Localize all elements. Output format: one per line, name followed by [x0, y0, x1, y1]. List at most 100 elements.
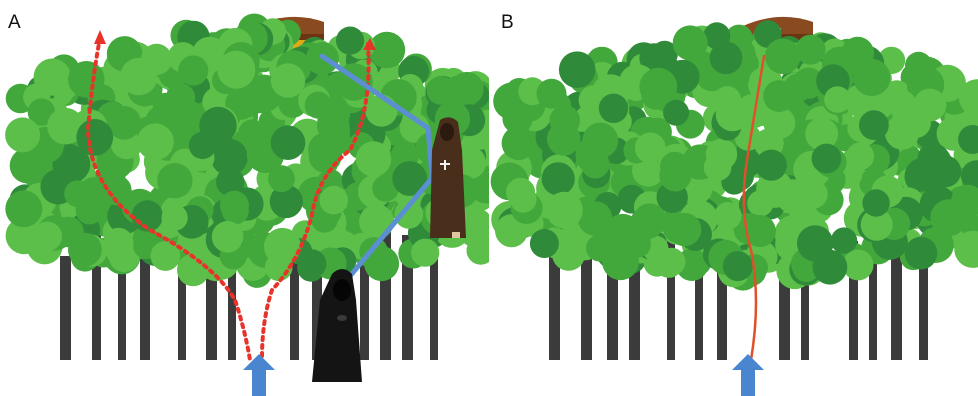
- tree-canopy-blob: [755, 149, 787, 181]
- tree-canopy-blob: [709, 41, 743, 75]
- panel-a: A: [5, 12, 489, 396]
- tree-canopy-blob: [793, 255, 820, 282]
- tree-canopy-blob: [639, 67, 678, 106]
- tree-canopy-blob: [660, 151, 690, 182]
- tree-canopy-blob: [152, 92, 179, 119]
- tree-trunk: [228, 241, 236, 360]
- tree-canopy-blob: [838, 149, 866, 177]
- tree-canopy-blob: [824, 86, 851, 113]
- tree-canopy-blob: [392, 161, 428, 196]
- tree-canopy-blob: [211, 221, 244, 253]
- tree-canopy-blob: [188, 131, 217, 160]
- tree-trunk: [290, 244, 299, 360]
- tree-canopy-blob: [954, 230, 978, 268]
- tree-canopy-blob: [394, 199, 424, 229]
- tree-canopy-blob: [913, 88, 947, 122]
- tree-canopy-blob: [811, 143, 842, 174]
- tree-canopy-blob: [230, 82, 266, 118]
- tree-canopy-blob: [5, 217, 43, 255]
- tree-canopy-blob: [853, 58, 891, 97]
- tree-canopy-blob: [714, 202, 742, 230]
- tree-canopy-blob: [582, 122, 619, 159]
- panel-a-scene: [5, 13, 489, 396]
- tree-canopy-blob: [219, 190, 249, 220]
- tree-canopy-blob: [961, 160, 978, 192]
- tree-trunk: [92, 232, 101, 360]
- tree-canopy-blob: [120, 57, 158, 96]
- tree-trunk: [629, 251, 640, 360]
- tree-canopy-blob: [105, 237, 134, 265]
- tree-canopy-blob: [501, 126, 536, 161]
- tree-trunk: [140, 241, 150, 360]
- tree-canopy-blob: [368, 31, 406, 69]
- tree-trunk: [380, 230, 391, 360]
- tree-canopy-blob: [411, 238, 440, 267]
- tree-canopy-blob: [580, 149, 610, 179]
- tree-canopy-blob: [13, 154, 42, 184]
- red-arrowhead-middle: [363, 38, 376, 50]
- panel-label-a: A: [8, 12, 21, 33]
- tree-canopy-blob: [5, 117, 41, 153]
- start-arrow-icon: [243, 354, 275, 396]
- tree-canopy-blob: [449, 71, 484, 106]
- tree-canopy-blob: [157, 163, 193, 199]
- tree-canopy-blob: [958, 79, 978, 116]
- tree-canopy-blob: [304, 91, 332, 119]
- tree-canopy-blob: [502, 103, 533, 134]
- tree-canopy-blob: [889, 90, 916, 117]
- tree-canopy-blob: [359, 204, 395, 240]
- start-arrow-icon: [732, 354, 764, 396]
- tree-trunk: [549, 241, 560, 360]
- tree-trunk: [402, 235, 413, 360]
- tree-canopy-blob: [860, 208, 893, 241]
- tree-canopy-blob: [657, 247, 686, 276]
- tree-canopy-blob: [269, 184, 303, 219]
- tree-trunk: [60, 256, 71, 360]
- tree-trunk: [206, 233, 217, 360]
- tree-canopy-blob: [667, 212, 702, 247]
- tree-canopy-blob: [703, 153, 732, 182]
- tree-canopy-blob: [904, 236, 938, 270]
- tree-canopy-blob: [929, 155, 962, 188]
- tree-canopy-blob: [64, 180, 91, 208]
- tree-canopy-blob: [426, 76, 456, 105]
- forest-canopy: [490, 20, 978, 291]
- red-arrowhead-left: [94, 30, 106, 44]
- tree-canopy-blob: [958, 125, 978, 154]
- tree-canopy-blob: [101, 175, 132, 206]
- tree-canopy-blob: [297, 249, 327, 279]
- tree-trunk: [801, 242, 809, 360]
- tree-canopy-blob: [355, 141, 392, 177]
- tree-canopy-blob: [756, 170, 794, 208]
- tree-canopy-blob: [217, 50, 256, 89]
- tree-trunk: [891, 244, 902, 360]
- tree-canopy-blob: [798, 179, 828, 209]
- tree-trunks: [60, 230, 438, 360]
- tree-canopy-blob: [634, 132, 666, 164]
- tree-canopy-blob: [672, 25, 708, 61]
- tree-canopy-blob: [178, 55, 209, 86]
- tree-canopy-blob: [765, 38, 801, 75]
- tree-trunks: [549, 233, 928, 360]
- tree-canopy-blob: [546, 122, 581, 156]
- tree-trunk: [430, 242, 438, 360]
- tree-trunk: [919, 241, 928, 360]
- tree-canopy-blob: [5, 190, 43, 228]
- tree-trunk: [869, 255, 877, 360]
- panel-b-scene: [490, 16, 978, 396]
- tree-canopy-blob: [68, 61, 105, 98]
- tree-trunk: [849, 241, 858, 360]
- tree-trunk: [717, 238, 727, 360]
- panel-b: B: [489, 0, 978, 396]
- tree-canopy-blob: [805, 117, 839, 151]
- tree-canopy-blob: [137, 123, 174, 161]
- panel-label-b: B: [501, 12, 514, 33]
- blue-route-via-monk: [319, 53, 435, 279]
- tree-canopy-blob: [546, 191, 583, 229]
- tree-canopy-blob: [797, 225, 834, 262]
- tree-canopy-blob: [743, 215, 776, 247]
- tree-canopy-blob: [842, 249, 874, 281]
- tree-canopy-blob: [783, 73, 812, 103]
- tree-canopy-blob: [308, 132, 343, 168]
- tree-canopy-blob: [510, 186, 537, 213]
